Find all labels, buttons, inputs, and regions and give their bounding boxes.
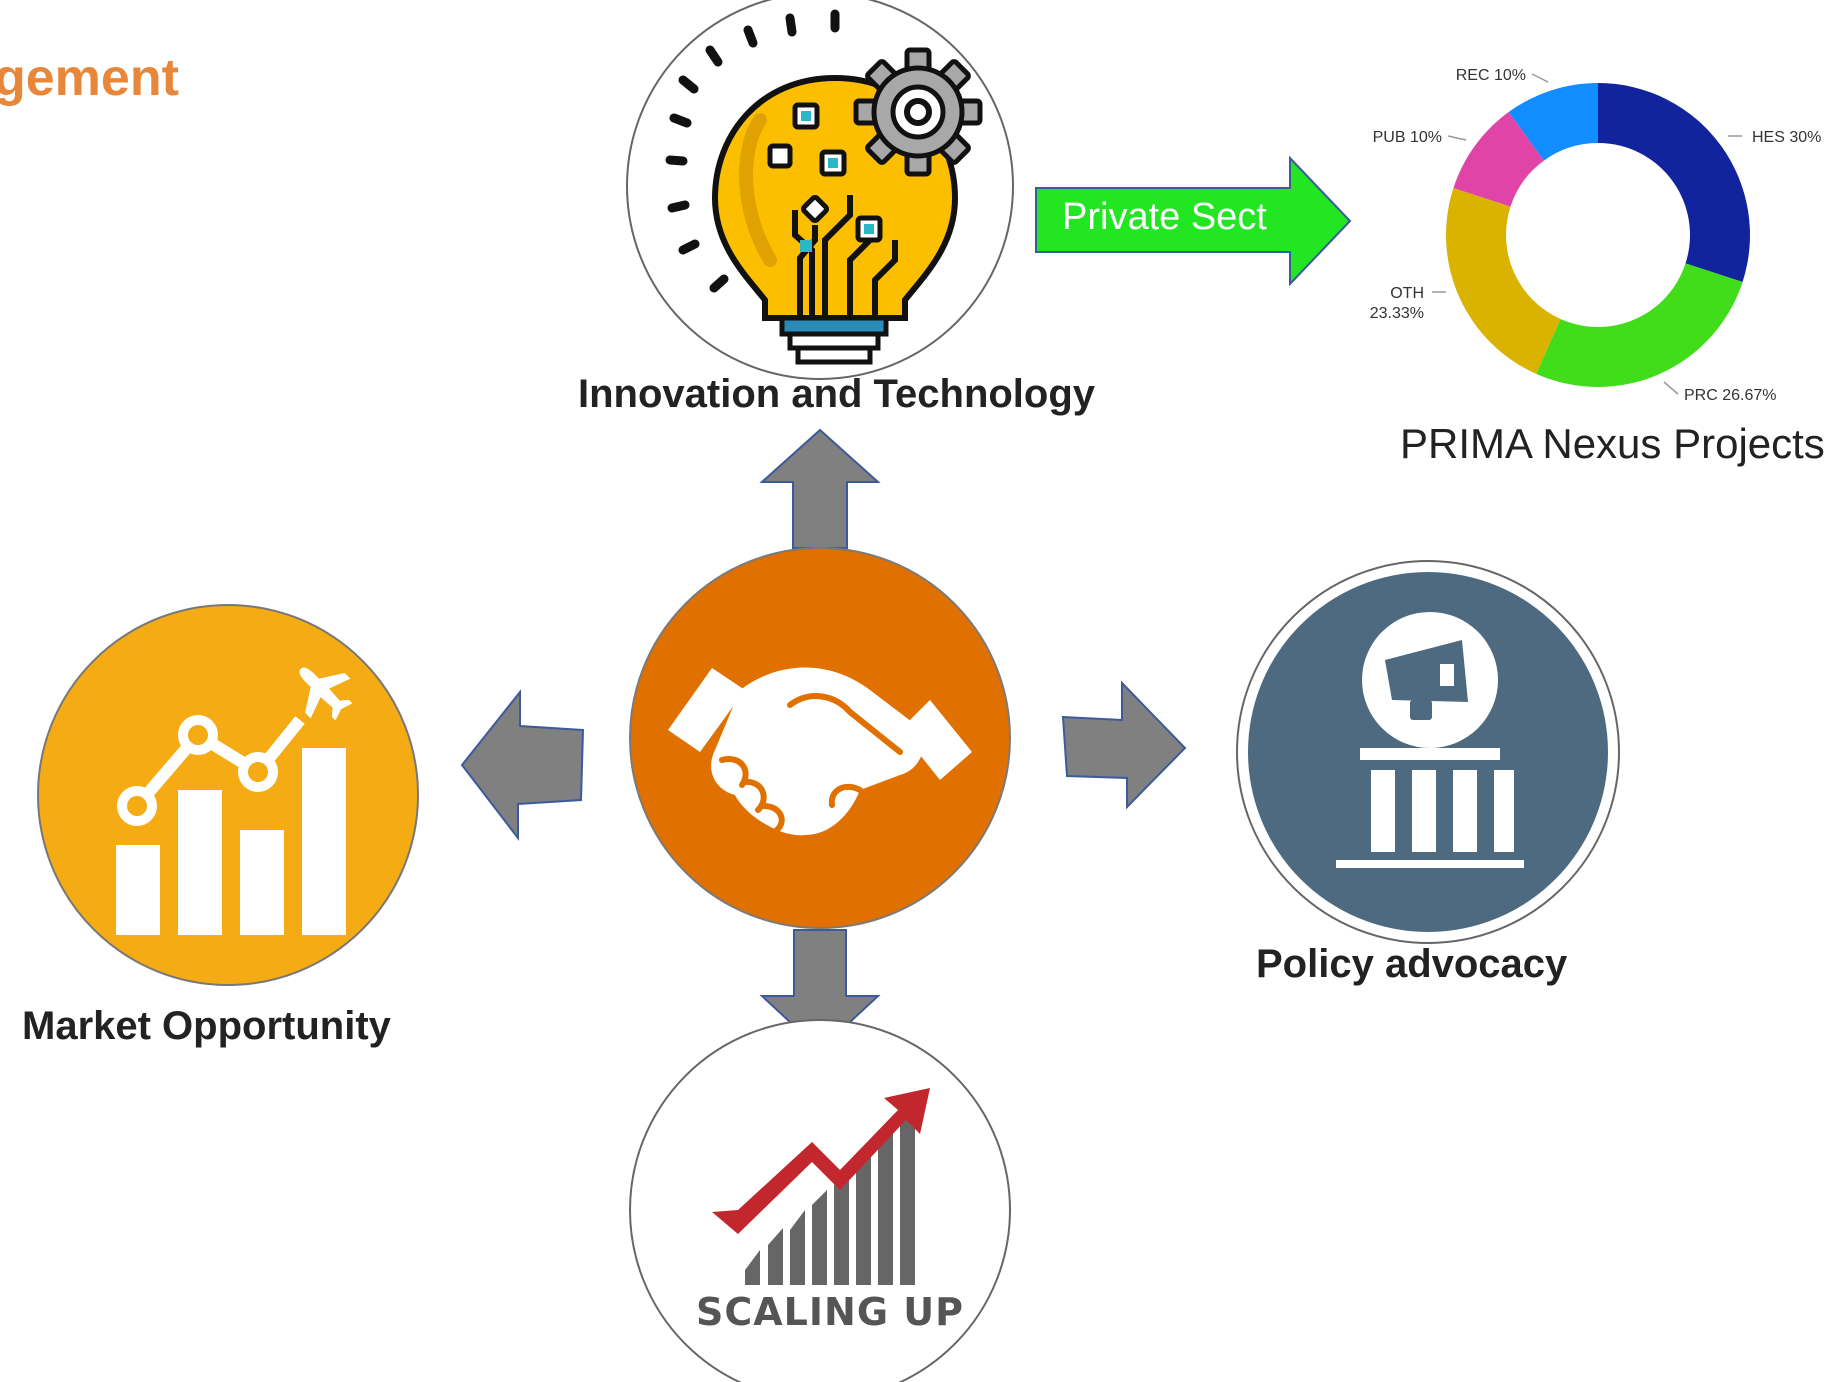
donut-slice-pub	[1453, 112, 1544, 207]
heading-fragment: gement	[0, 49, 179, 107]
arrow-right	[1061, 680, 1187, 810]
center-node	[629, 547, 1011, 929]
donut-label-prc: PRC 26.67%	[1684, 387, 1777, 404]
market-node	[37, 604, 419, 986]
private-sector-label: Private Sect	[1062, 196, 1267, 238]
arrow-left	[460, 689, 585, 841]
megaphone-institution-icon	[1336, 612, 1524, 868]
rising-arrow-bars-icon	[712, 1088, 930, 1285]
policy-label: Policy advocacy	[1256, 942, 1568, 986]
market-label: Market Opportunity	[22, 1004, 391, 1048]
growth-chart-plane-icon	[116, 667, 353, 935]
handshake-icon	[668, 667, 972, 836]
policy-node	[1236, 560, 1620, 944]
scaling-up-label: SCALING UP	[696, 1290, 964, 1334]
donut-label-hes: HES 30%	[1752, 129, 1821, 146]
donut-slice-oth	[1446, 188, 1561, 374]
donut-leader-line	[1663, 381, 1679, 395]
donut-caption: PRIMA Nexus Projects	[1400, 420, 1825, 467]
light-rays	[665, 9, 840, 293]
donut-label-rec: REC 10%	[1456, 67, 1526, 84]
scaling-node	[629, 1019, 1011, 1382]
donut-chart: HES 30% PRC 26.67% OTH 23.33% PUB 10% REC 10%	[1370, 67, 1822, 404]
donut-leader-line	[1447, 135, 1467, 141]
innovation-node	[626, 0, 1014, 380]
donut-slice-hes	[1598, 83, 1750, 282]
connector-arrows	[460, 428, 1187, 1052]
donut-slice-prc	[1536, 263, 1743, 388]
donut-leader-line	[1531, 73, 1549, 83]
donut-label-oth-value: 23.33%	[1370, 305, 1424, 322]
arrow-up	[759, 428, 881, 549]
innovation-label: Innovation and Technology	[578, 372, 1096, 416]
donut-label-oth: OTH	[1390, 285, 1424, 302]
donut-slice-rec	[1508, 83, 1598, 161]
donut-label-pub: PUB 10%	[1373, 129, 1442, 146]
lightbulb-gear-icon	[711, 47, 983, 365]
private-sector-arrow	[1035, 155, 1352, 287]
